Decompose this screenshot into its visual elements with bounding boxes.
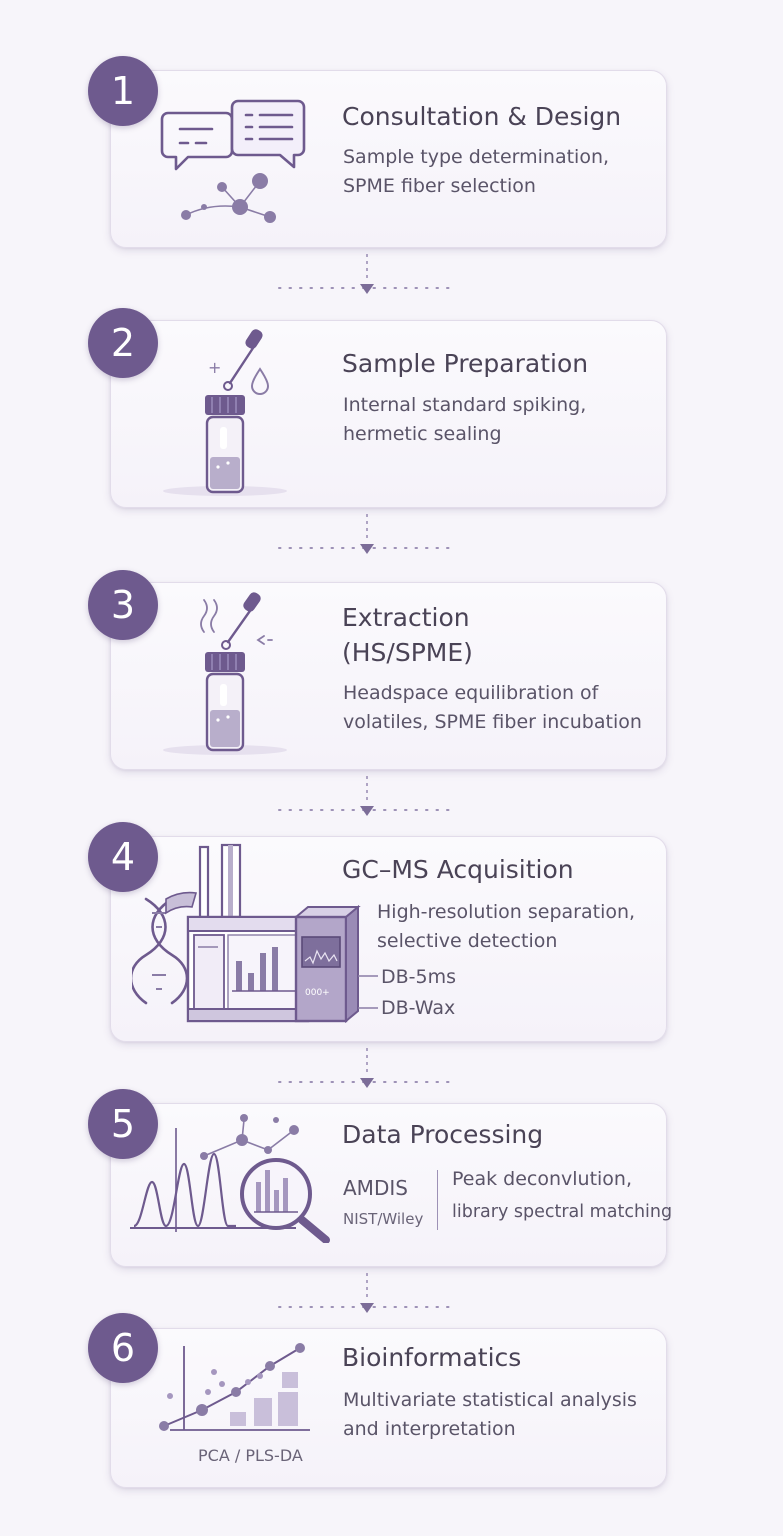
step-title-1: Consultation & Design (342, 102, 622, 131)
step-number-badge-6: 6 (88, 1313, 158, 1383)
step-number-badge-4: 4 (88, 822, 158, 892)
step-title-3-line-2: (HS/SPME) (342, 638, 473, 667)
step-desc-4-line-2: selective detection (377, 930, 558, 952)
flow-connector-3 (278, 776, 457, 816)
step-desc-1-line-1: Sample type determination, (343, 146, 610, 168)
step-number-badge-3: 3 (88, 570, 158, 640)
flow-connector-1 (278, 254, 457, 294)
column-label-dbwax: DB-Wax (381, 997, 456, 1019)
gc-ms-instrument-icon: 000+ (132, 843, 378, 1023)
step-number-badge-1: 1 (88, 56, 158, 126)
chart-caption-pca-plsda: PCA / PLS-DA (198, 1446, 303, 1465)
step-title-4: GC–MS Acquisition (342, 855, 574, 884)
step-desc-3-line-1: Headspace equilibration of (343, 682, 599, 704)
step-desc-5-line-2: library spectral matching (452, 1202, 673, 1222)
headspace-extraction-icon (163, 592, 287, 755)
flow-connector-2 (278, 514, 457, 554)
step-title-6: Bioinformatics (342, 1343, 522, 1372)
flow-connector-5 (278, 1273, 457, 1313)
tool-nist-wiley: NIST/Wiley (343, 1210, 424, 1228)
sample-vial-pipette-icon: + (163, 329, 287, 496)
bioinformatics-scatter-icon (159, 1343, 310, 1431)
column-label-db5ms: DB-5ms (381, 966, 457, 988)
step-desc-1-line-2: SPME fiber selection (343, 175, 536, 197)
step-desc-4-line-1: High-resolution separation, (377, 901, 636, 923)
step-card-2 (110, 320, 667, 508)
step-desc-2-line-1: Internal standard spiking, (343, 394, 587, 416)
svg-text:+: + (208, 358, 221, 377)
tool-amdis: AMDIS (343, 1176, 408, 1200)
step-desc-5-line-1: Peak deconvlution, (452, 1168, 633, 1190)
step-card-5 (110, 1103, 667, 1267)
step-desc-6-line-1: Multivariate statistical analysis (343, 1389, 637, 1411)
step-card-1 (110, 70, 667, 248)
step-title-3-line-1: Extraction (342, 603, 470, 632)
step-card-3 (110, 582, 667, 770)
data-processing-chromatogram-icon (130, 1114, 330, 1243)
instrument-display-text: 000+ (305, 988, 330, 998)
step-desc-2-line-2: hermetic sealing (343, 423, 502, 445)
step-desc-6-line-2: and interpretation (343, 1418, 516, 1440)
step-title-2: Sample Preparation (342, 349, 589, 378)
flow-connector-4 (278, 1048, 457, 1088)
tool-divider (437, 1170, 438, 1230)
consultation-chat-icon (160, 99, 306, 223)
step-title-5: Data Processing (342, 1120, 544, 1149)
step-desc-3-line-2: volatiles, SPME fiber incubation (343, 711, 642, 733)
step-number-badge-5: 5 (88, 1089, 158, 1159)
step-number-badge-2: 2 (88, 308, 158, 378)
